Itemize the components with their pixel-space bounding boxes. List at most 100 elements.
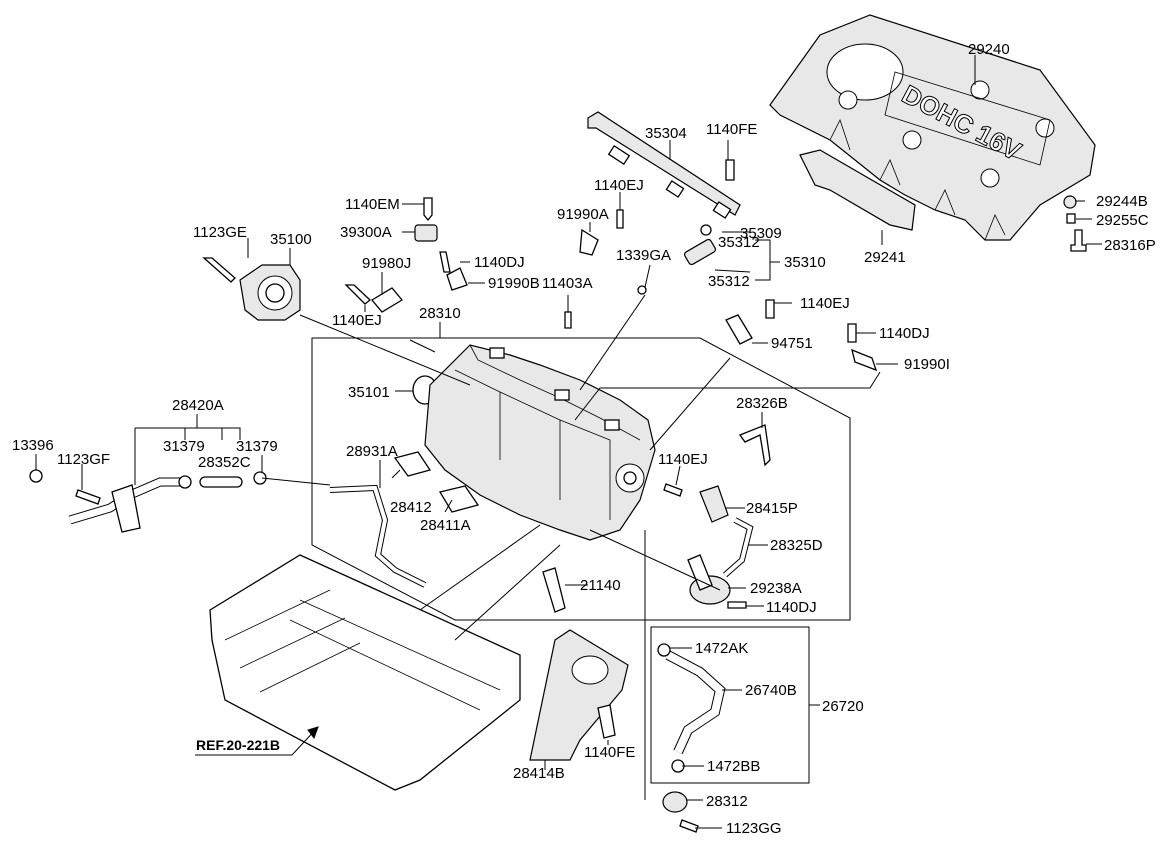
label-35310: 35310 <box>784 254 826 271</box>
throttle-body-35100[interactable] <box>239 264 301 321</box>
label-35312-a: 35312 <box>718 234 760 251</box>
bolt-1123GF[interactable] <box>75 489 101 505</box>
label-1140EJ-left: 1140EJ <box>332 312 382 329</box>
label-28414B: 28414B <box>513 765 565 782</box>
cover-bracket-29241[interactable] <box>799 149 916 231</box>
water-pipe-28420A[interactable] <box>68 477 180 533</box>
label-35304: 35304 <box>645 125 687 142</box>
gasket-28411A[interactable] <box>438 485 480 513</box>
plug-21140[interactable] <box>542 567 566 613</box>
label-11403A: 11403A <box>542 275 593 292</box>
label-28931A: 28931A <box>346 443 398 460</box>
label-28415P: 28415P <box>746 500 798 517</box>
label-28325D: 28325D <box>770 537 823 554</box>
hose-28326B[interactable] <box>738 424 771 467</box>
label-1140EM: 1140EM <box>345 196 400 213</box>
bolt-1140FE-bottom[interactable] <box>597 704 616 739</box>
label-35312-b: 35312 <box>708 273 750 290</box>
label-91980J: 91980J <box>362 255 411 272</box>
bracket-91990I[interactable] <box>851 348 878 372</box>
bolt-1140EJ-mid[interactable] <box>663 483 683 497</box>
label-91990A: 91990A <box>557 206 609 223</box>
label-28316P: 28316P <box>1104 237 1156 254</box>
label-28352C: 28352C <box>198 454 251 471</box>
label-31379-a: 31379 <box>163 438 205 455</box>
label-29255C: 29255C <box>1096 212 1149 229</box>
label-35309: 35309 <box>740 225 782 242</box>
engine-cover-29240[interactable]: DOHC 16V <box>769 14 1096 241</box>
bolt-1140DJ-bottom[interactable] <box>727 601 747 609</box>
part-labels: 29240 29244B 29255C 28316P 29241 35304 1… <box>12 41 1156 837</box>
label-1123GF: 1123GF <box>57 451 110 468</box>
bolt-1140EJ-rail[interactable] <box>616 209 624 229</box>
label-29241: 29241 <box>864 249 906 266</box>
gasket-28412[interactable] <box>393 451 432 477</box>
label-1140EJ-rail: 1140EJ <box>594 177 644 194</box>
label-1140DJ-bottom: 1140DJ <box>766 599 817 616</box>
bracket-94751[interactable] <box>725 314 753 345</box>
bolt-1140DJ-sensor[interactable] <box>439 251 451 273</box>
clamp-1472AK[interactable] <box>657 643 671 657</box>
label-35101: 35101 <box>348 384 390 401</box>
bracket-91980J[interactable] <box>371 287 403 313</box>
label-ref-20-221B: REF.20-221B <box>196 737 280 753</box>
bolt-28316P[interactable] <box>1070 229 1087 252</box>
label-1339GA: 1339GA <box>616 247 671 264</box>
bracket-91990A[interactable] <box>579 228 599 256</box>
intake-manifold-28310[interactable] <box>424 344 656 541</box>
label-29244B: 29244B <box>1096 193 1148 210</box>
cylinder-head-ref[interactable] <box>209 554 521 791</box>
label-29240: 29240 <box>968 41 1010 58</box>
plug-13396[interactable] <box>29 469 43 483</box>
label-28420A: 28420A <box>172 397 224 414</box>
label-28310: 28310 <box>419 305 461 322</box>
bolt-1140EM[interactable] <box>423 197 433 222</box>
bolt-1140DJ-right[interactable] <box>847 323 857 343</box>
label-28326B: 28326B <box>736 395 788 412</box>
valve-28415P[interactable] <box>699 485 729 523</box>
label-1472AK: 1472AK <box>695 640 748 657</box>
label-35100: 35100 <box>270 231 312 248</box>
fuel-rail-35304[interactable] <box>587 111 741 219</box>
label-91990B: 91990B <box>488 275 540 292</box>
label-21140: 21140 <box>580 577 621 594</box>
bolt-1123GG[interactable] <box>679 819 699 833</box>
label-28411A: 28411A <box>420 517 471 534</box>
actuator-29238A[interactable] <box>687 554 731 605</box>
collar-29255C[interactable] <box>1066 213 1076 224</box>
label-1123GE: 1123GE <box>193 224 247 241</box>
label-1140DJ-right: 1140DJ <box>879 325 930 342</box>
label-29238A: 29238A <box>750 580 802 597</box>
label-13396: 13396 <box>12 437 54 454</box>
leader-lines <box>35 55 1102 829</box>
bolt-1140EJ-left[interactable] <box>344 284 371 305</box>
bolt-1123GE[interactable] <box>202 257 236 283</box>
stud-11403A[interactable] <box>564 311 572 329</box>
clamp-31379-a[interactable] <box>178 475 192 489</box>
hose-28352C[interactable] <box>199 476 243 488</box>
label-1140EJ-right: 1140EJ <box>800 295 850 312</box>
label-1140DJ-sensor: 1140DJ <box>474 254 525 271</box>
bracket-91990B[interactable] <box>446 267 468 291</box>
label-26720: 26720 <box>822 698 864 715</box>
bolt-1140EJ-right[interactable] <box>765 299 775 319</box>
fitting-28312[interactable] <box>662 791 688 813</box>
label-1123GG: 1123GG <box>726 820 782 837</box>
label-1140EJ-mid: 1140EJ <box>658 451 708 468</box>
grommet-29244B[interactable] <box>1063 195 1077 209</box>
label-26740B: 26740B <box>745 682 797 699</box>
label-91990I: 91990I <box>904 356 950 373</box>
sensor-39300A[interactable] <box>414 224 438 242</box>
clip-1339GA[interactable] <box>637 285 647 295</box>
label-1472BB: 1472BB <box>707 758 760 775</box>
label-31379-b: 31379 <box>236 438 278 455</box>
label-28412: 28412 <box>390 499 432 516</box>
label-1140FE-bottom: 1140FE <box>584 744 635 761</box>
injector-35310[interactable] <box>684 224 717 266</box>
hose-26740B[interactable] <box>665 650 726 755</box>
label-39300A: 39300A <box>340 224 392 241</box>
bracket-28414B[interactable] <box>529 629 629 761</box>
label-1140FE-top: 1140FE <box>706 121 757 138</box>
bolt-1140FE-top[interactable] <box>725 159 735 181</box>
